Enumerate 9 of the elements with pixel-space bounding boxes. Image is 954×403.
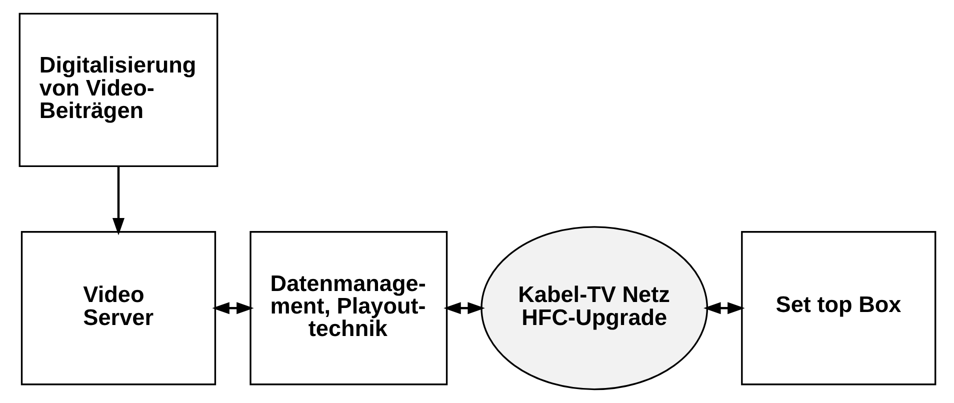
node-box: Digitalisierung von Video- Beiträgen: [18, 12, 218, 168]
node-box: Datenmanage- ment, Playout- technik: [249, 231, 448, 386]
node-ellipse: Kabel-TV Netz HFC-Upgrade: [480, 226, 708, 390]
node-box: Set top Box: [740, 231, 936, 386]
arrow: [443, 302, 484, 314]
arrow: [212, 302, 254, 314]
node-box: Video Server: [20, 231, 216, 386]
arrow: [703, 302, 744, 314]
arrow: [112, 166, 124, 236]
